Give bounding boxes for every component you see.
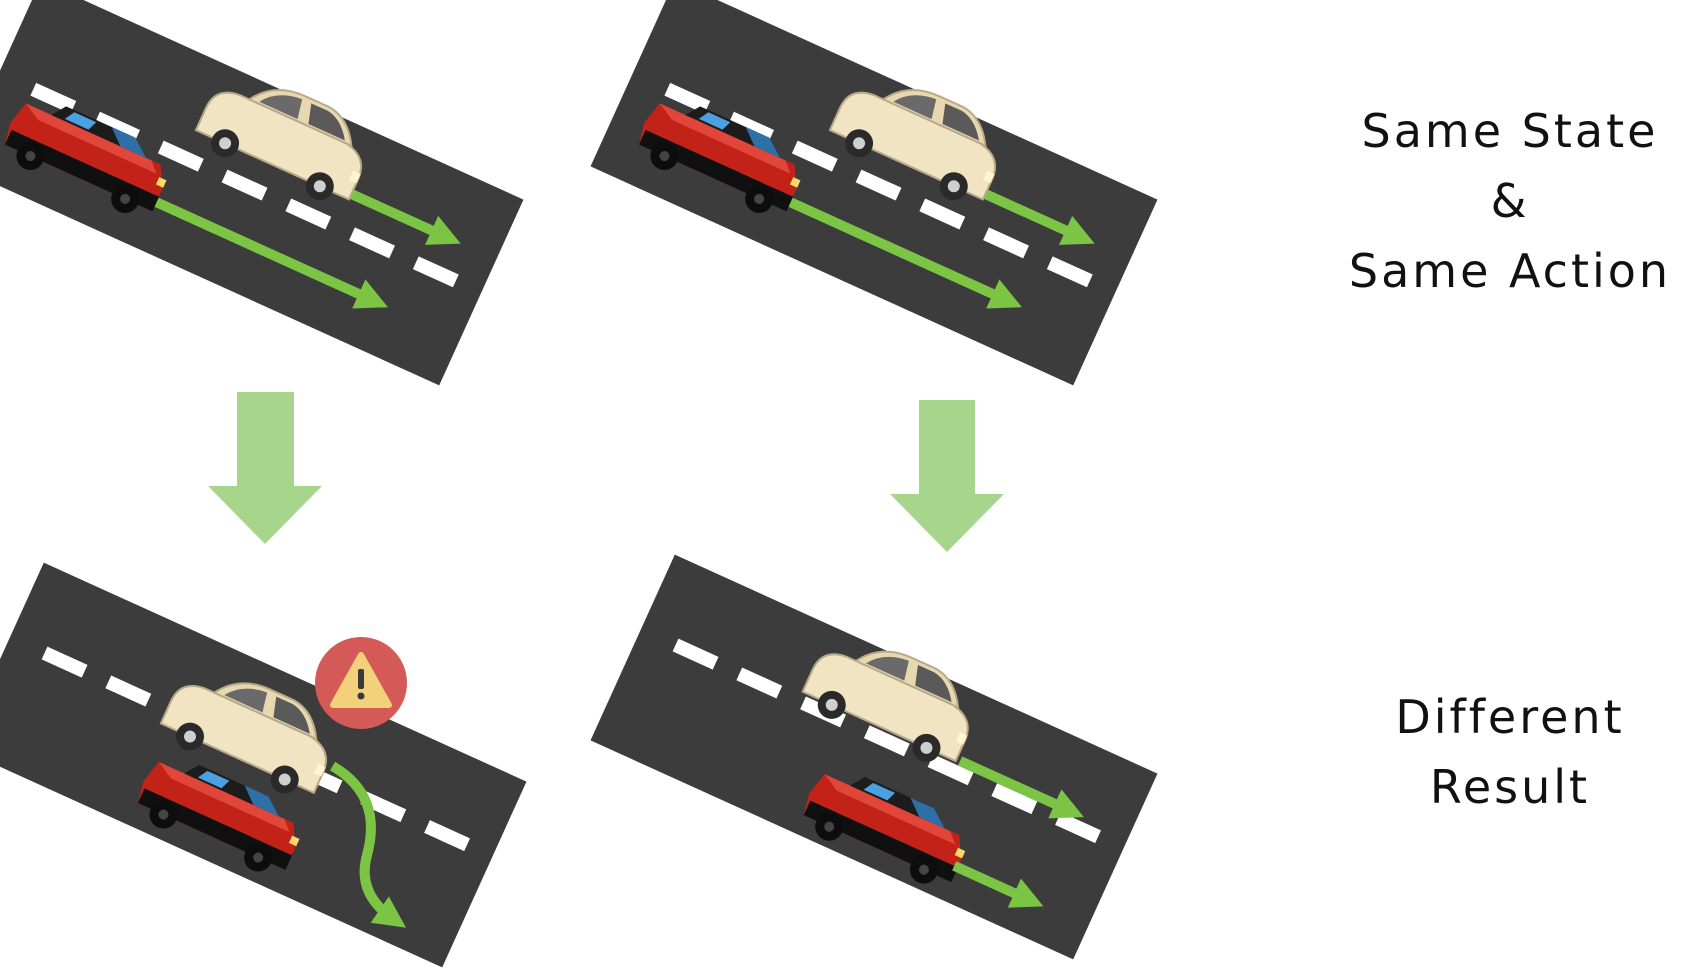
- motion-arrow: [152, 196, 388, 309]
- caption-different: Different: [1395, 690, 1625, 744]
- motion-arrow: [952, 861, 1044, 908]
- road: [590, 0, 1158, 386]
- motion-arrow: [786, 196, 1022, 309]
- panel-top-left: [0, 0, 524, 386]
- caption-same-state: Same State: [1361, 104, 1659, 158]
- caption-ampersand: &: [1490, 174, 1530, 228]
- motion-arrow: [958, 756, 1084, 819]
- caption-result: Result: [1429, 760, 1591, 814]
- caption-same-action: Same Action: [1348, 244, 1672, 298]
- transition-arrow-left: [208, 392, 322, 544]
- transition-arrow-right: [890, 400, 1004, 552]
- road: [0, 562, 527, 968]
- caption-same-state-action: Same State & Same Action: [1290, 96, 1700, 306]
- panel-bottom-left: [0, 562, 527, 968]
- swerve-arrow: [329, 761, 407, 928]
- panel-top-right: [590, 0, 1158, 386]
- caption-different-result: Different Result: [1290, 682, 1700, 822]
- panel-bottom-right: [590, 554, 1158, 960]
- motion-arrow: [977, 186, 1095, 245]
- road: [590, 554, 1158, 960]
- warning-icon: [315, 637, 407, 729]
- motion-arrow: [343, 186, 461, 245]
